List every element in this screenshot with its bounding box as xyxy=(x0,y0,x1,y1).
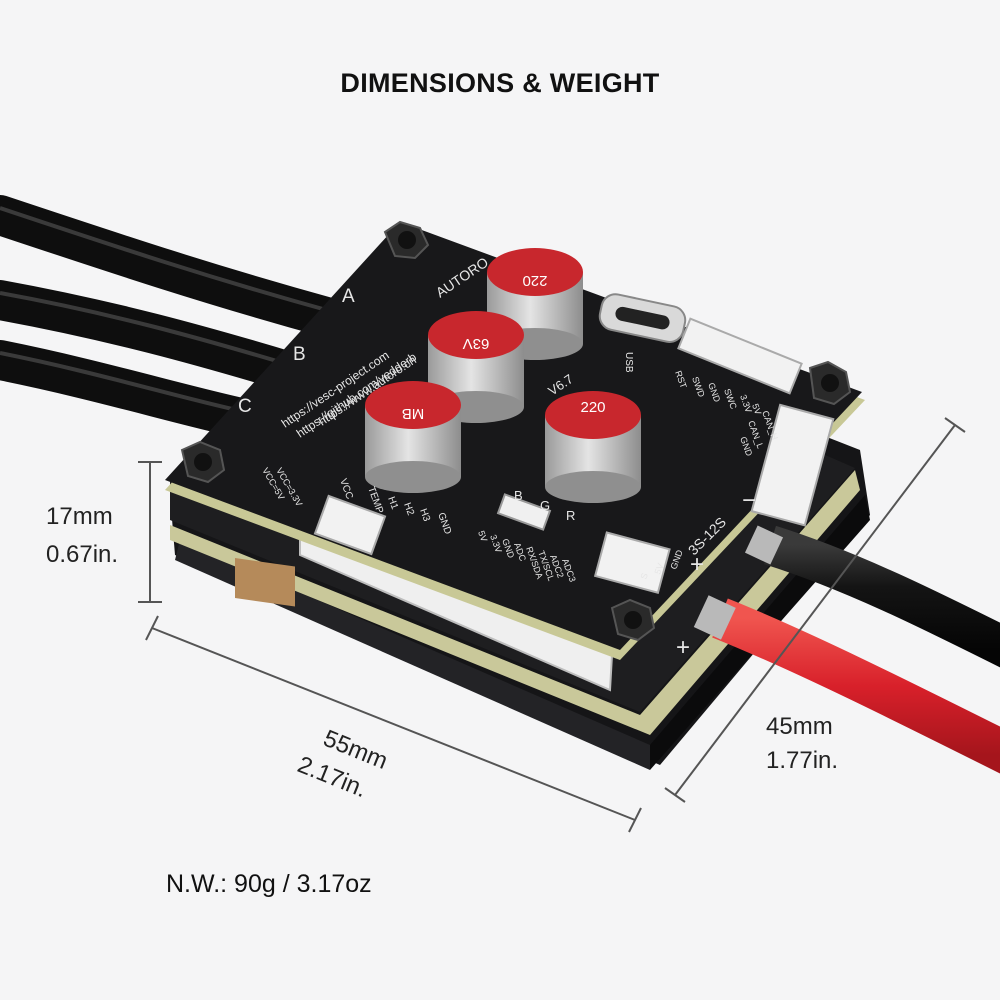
usb-label: USB xyxy=(623,352,634,373)
solder-joint-2 xyxy=(744,525,784,565)
hall-h3-label: H3 xyxy=(417,507,432,523)
dimension-lines xyxy=(138,417,966,833)
comm-5v-label: 5V xyxy=(476,529,489,543)
hall-connector xyxy=(313,494,387,556)
swd-connector xyxy=(677,317,803,395)
hall-h2-label: H2 xyxy=(401,501,416,517)
terminal-block xyxy=(235,558,295,607)
height-metric: 17mm xyxy=(46,503,113,530)
phase-c-label: C xyxy=(238,396,252,417)
width-metric: 45mm xyxy=(766,713,833,740)
length-dimension-line xyxy=(151,627,636,821)
phase-cables xyxy=(0,195,350,440)
servo-5v-label: 5V xyxy=(652,562,665,576)
phase-b-label: B xyxy=(293,344,306,365)
power-cables xyxy=(693,525,1000,774)
plus-terminal-label: + xyxy=(690,551,704,578)
cap2-voltage: 63V xyxy=(463,335,490,352)
servo-connector xyxy=(593,531,671,594)
led-connector xyxy=(496,493,552,531)
width-dimension-line xyxy=(674,424,956,796)
height-label: 17mm 0.67in. xyxy=(46,502,118,570)
cap3-series: MB xyxy=(402,405,425,422)
capacitor-labels: 220 63V MB 220 xyxy=(402,272,606,422)
led-r-label: R xyxy=(566,508,575,523)
hall-h1-label: H1 xyxy=(385,495,400,511)
cap4-value: 220 xyxy=(580,399,605,416)
cap1-value: 220 xyxy=(522,272,547,289)
led-g-label: G xyxy=(540,498,550,513)
net-weight: N.W.: 90g / 3.17oz xyxy=(166,870,372,898)
minus-terminal-label: − xyxy=(742,487,756,514)
led-b-label: B xyxy=(514,488,523,503)
capacitors xyxy=(365,248,641,503)
solder-joint xyxy=(693,595,736,640)
height-imperial: 0.67in. xyxy=(46,541,119,568)
can-5v-label: 5V xyxy=(750,402,763,416)
can-connector xyxy=(750,403,835,527)
width-imperial: 1.77in. xyxy=(766,747,839,774)
page-title: DIMENSIONS & WEIGHT xyxy=(340,68,660,98)
servo-s-label: S xyxy=(638,572,649,581)
mounting-screws xyxy=(180,220,852,642)
phase-a-label: A xyxy=(342,286,355,307)
width-label: 45mm 1.77in. xyxy=(766,712,838,776)
plus-lower-label: + xyxy=(676,634,690,661)
usb-c-slot xyxy=(615,306,670,330)
